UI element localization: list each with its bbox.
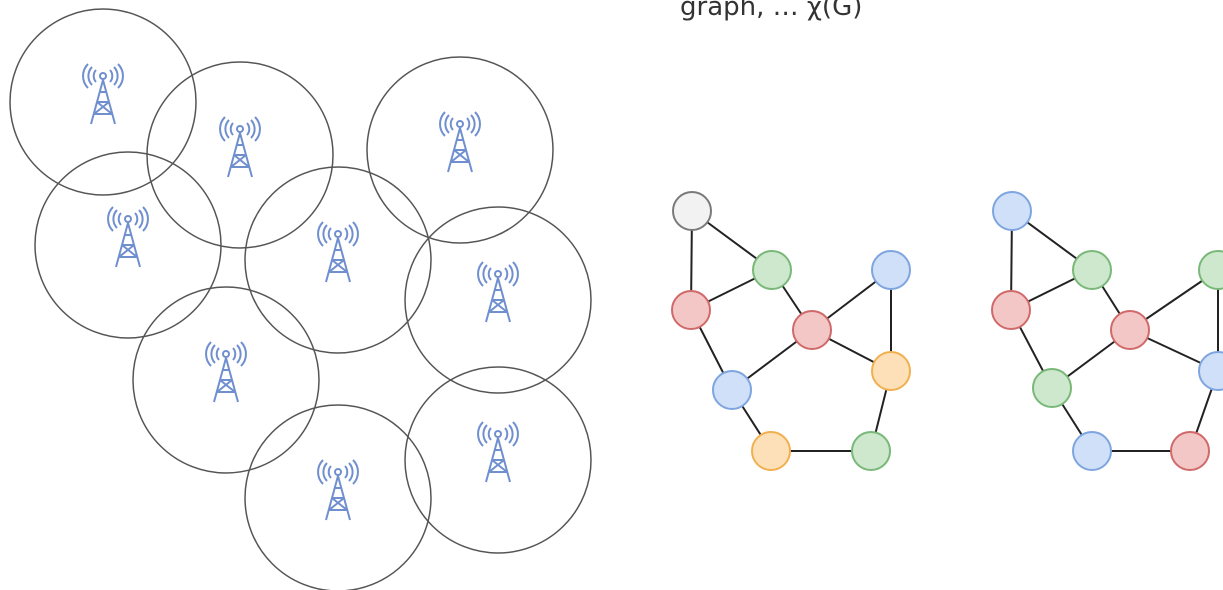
graph-recolored — [991, 191, 1223, 471]
coverage-circle — [244, 166, 432, 354]
graph-node-blue — [1072, 431, 1112, 471]
graph-node-green — [851, 431, 891, 471]
coverage-circle — [132, 286, 320, 474]
graph-node-red — [1110, 310, 1150, 350]
coverage-cell — [244, 166, 432, 354]
coverage-circle — [146, 61, 334, 249]
cell-tower-icon — [477, 261, 519, 323]
coverage-cell — [132, 286, 320, 474]
coverage-cell — [34, 151, 222, 339]
coverage-cell — [146, 61, 334, 249]
figure-caption: graph, … χ(G) — [680, 0, 863, 22]
coverage-cell — [244, 404, 432, 590]
graph-nodes — [671, 191, 911, 471]
coverage-circle — [366, 56, 554, 244]
cell-tower-icon — [205, 341, 247, 403]
graph-node-red — [792, 310, 832, 350]
coverage-circle — [404, 206, 592, 394]
graph-node-green — [1198, 250, 1223, 290]
graph-edges — [690, 210, 892, 452]
graph-node-red — [991, 290, 1031, 330]
graph-node-blue — [712, 370, 752, 410]
graph-uncolored-start — [671, 191, 911, 471]
graph-node-blue — [1198, 351, 1223, 391]
graph-node-orange — [871, 351, 911, 391]
graph-node-blue — [871, 250, 911, 290]
cell-tower-icon — [82, 63, 124, 125]
cell-tower-icon — [317, 221, 359, 283]
cell-tower-icon — [317, 459, 359, 521]
cell-tower-icon — [477, 421, 519, 483]
coverage-cell — [404, 366, 592, 554]
coverage-circle — [34, 151, 222, 339]
coverage-cell — [366, 56, 554, 244]
graph-node-green — [1072, 250, 1112, 290]
graph-node-green — [1032, 368, 1072, 408]
coverage-circle — [404, 366, 592, 554]
cell-tower-icon — [107, 206, 149, 268]
graph-nodes — [991, 191, 1223, 471]
coverage-cell — [9, 8, 197, 196]
coverage-circle — [244, 404, 432, 590]
graph-node-red — [671, 290, 711, 330]
graph-node-white — [672, 191, 712, 231]
graph-node-blue — [992, 191, 1032, 231]
cell-tower-icon — [439, 111, 481, 173]
coverage-circle — [9, 8, 197, 196]
graph-node-orange — [751, 431, 791, 471]
coverage-cell — [404, 206, 592, 394]
cell-tower-icon — [219, 116, 261, 178]
graph-node-red — [1170, 431, 1210, 471]
graph-node-green — [752, 250, 792, 290]
